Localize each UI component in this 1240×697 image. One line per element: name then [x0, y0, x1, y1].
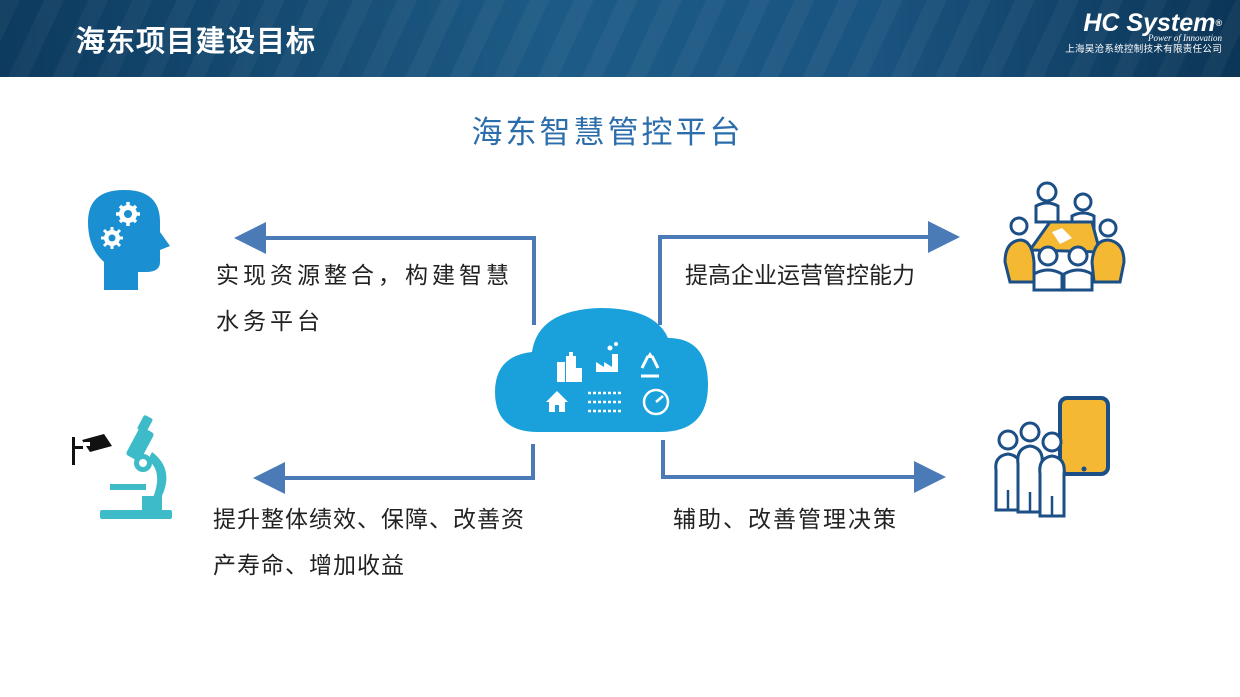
camera-icon: [72, 434, 112, 465]
company-logo: HC System® Power of Innovation 上海昊沧系统控制技…: [1032, 10, 1222, 57]
goal-text-decision-support: 辅助、改善管理决策: [673, 507, 898, 533]
goal-text-operations-control: 提高企业运营管控能力: [685, 263, 915, 289]
gauge-icon: [642, 388, 670, 416]
meeting-table-icon: [1003, 181, 1126, 292]
arrow-bottom-right: [661, 440, 946, 493]
diagram-title: 海东智慧管控平台: [471, 115, 744, 151]
logo-tagline: Power of Innovation: [1148, 33, 1222, 43]
list-icon: [588, 391, 622, 413]
building-icon: [557, 352, 582, 382]
factory-icon: [596, 342, 618, 372]
people-tablet-icon: [994, 396, 1110, 518]
logo-company-name: 上海昊沧系统控制技术有限责任公司: [1065, 44, 1222, 55]
arrow-top-left: [234, 222, 536, 325]
head-gears-icon: [88, 190, 170, 290]
header-pattern: [0, 0, 1240, 77]
home-icon: [546, 391, 568, 412]
arrow-top-right: [658, 221, 960, 325]
microscope-camera-icon: [72, 415, 172, 519]
goal-text-performance-assets: 提升整体绩效、保障、改善资产寿命、增加收益: [213, 507, 525, 579]
logo-name: HC System®: [1083, 9, 1222, 37]
page-title: 海东项目建设目标: [76, 24, 317, 58]
header-bar: 海东项目建设目标 HC System® Power of Innovation …: [0, 0, 1240, 77]
cloud-icon: [495, 308, 708, 432]
arrow-bottom-left: [253, 444, 535, 494]
recycle-icon: [640, 352, 660, 378]
goal-text-resource-integration: 实现资源整合，构建智慧水务平台: [216, 263, 513, 335]
